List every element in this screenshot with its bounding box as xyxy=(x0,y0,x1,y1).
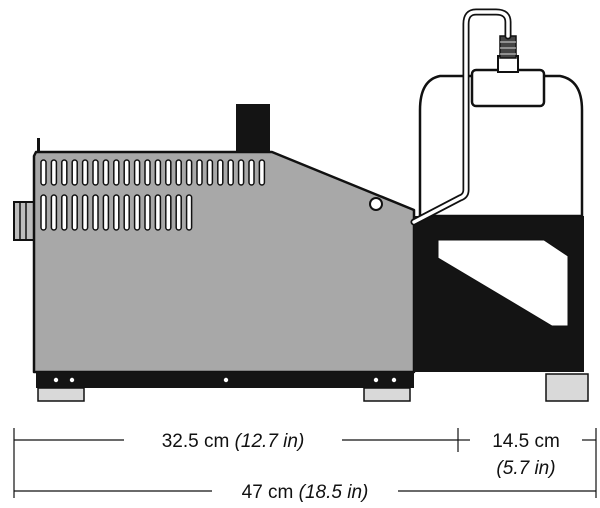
base-dot xyxy=(373,377,379,383)
vent-slot xyxy=(185,194,193,231)
vent-slot xyxy=(196,159,203,186)
vent-slot xyxy=(113,159,120,186)
vent-slot xyxy=(40,159,47,186)
vent-slot xyxy=(81,159,89,186)
vent-slot xyxy=(133,159,141,186)
output-nozzle xyxy=(13,201,35,241)
vent-slot xyxy=(61,194,68,231)
base-dot xyxy=(391,377,397,383)
vent-slot xyxy=(102,194,110,231)
total-length-imperial: (18.5 in) xyxy=(299,482,369,503)
vent-slot xyxy=(185,159,193,186)
vent-slot xyxy=(81,194,89,231)
vent-slot xyxy=(154,159,162,186)
fluid-bottle xyxy=(418,74,584,218)
vent-slot xyxy=(165,194,172,231)
foot-right xyxy=(545,373,589,402)
vent-slot xyxy=(258,159,266,186)
vent-slot xyxy=(154,194,162,231)
machine-unit xyxy=(13,104,416,402)
dimension-lines xyxy=(13,428,597,498)
tank-length-imperial: (5.7 in) xyxy=(496,458,555,479)
housing-hole xyxy=(369,197,383,211)
vent-slot xyxy=(123,194,130,231)
vent-slot xyxy=(50,194,58,231)
vent-slot xyxy=(144,159,151,186)
total-length-label: 47 cm (18.5 in) xyxy=(242,482,369,503)
main-housing xyxy=(32,150,416,374)
vent-slot xyxy=(237,159,245,186)
vent-slot xyxy=(71,159,78,186)
vent-slot xyxy=(144,194,151,231)
main-length-imperial: (12.7 in) xyxy=(235,431,305,452)
foot-middle xyxy=(363,387,411,402)
fluid-tank-unit xyxy=(410,8,589,402)
vent-slot xyxy=(248,159,255,186)
antenna xyxy=(37,138,40,158)
base-dot xyxy=(69,377,75,383)
base-dot xyxy=(223,377,229,383)
vent-slot xyxy=(133,194,141,231)
vent-slot xyxy=(175,159,182,186)
tank-length-metric: 14.5 cm xyxy=(492,431,560,452)
main-length-label: 32.5 cm (12.7 in) xyxy=(162,431,305,452)
bottle-cap xyxy=(470,68,546,108)
total-length-metric: 47 cm xyxy=(242,482,294,503)
vent-slot xyxy=(50,159,58,186)
vent-slot xyxy=(175,194,182,231)
vent-slot xyxy=(165,159,172,186)
main-length-metric: 32.5 cm xyxy=(162,431,230,452)
tank-window xyxy=(437,239,569,327)
vent-slot xyxy=(102,159,110,186)
foot-left xyxy=(37,387,85,402)
vent-slot xyxy=(92,159,99,186)
vent-slot xyxy=(227,159,234,186)
vent-slots xyxy=(40,159,266,231)
vent-slot xyxy=(40,194,47,231)
vent-slot xyxy=(217,159,224,186)
top-nozzle xyxy=(236,104,270,156)
vent-slot xyxy=(61,159,68,186)
base-dot xyxy=(53,377,59,383)
dimension-labels: 32.5 cm (12.7 in) 14.5 cm (5.7 in) 47 cm… xyxy=(162,431,560,503)
vent-slot xyxy=(206,159,214,186)
vent-slot xyxy=(123,159,130,186)
vent-slot xyxy=(71,194,78,231)
vent-slot xyxy=(113,194,120,231)
vent-slot xyxy=(92,194,99,231)
